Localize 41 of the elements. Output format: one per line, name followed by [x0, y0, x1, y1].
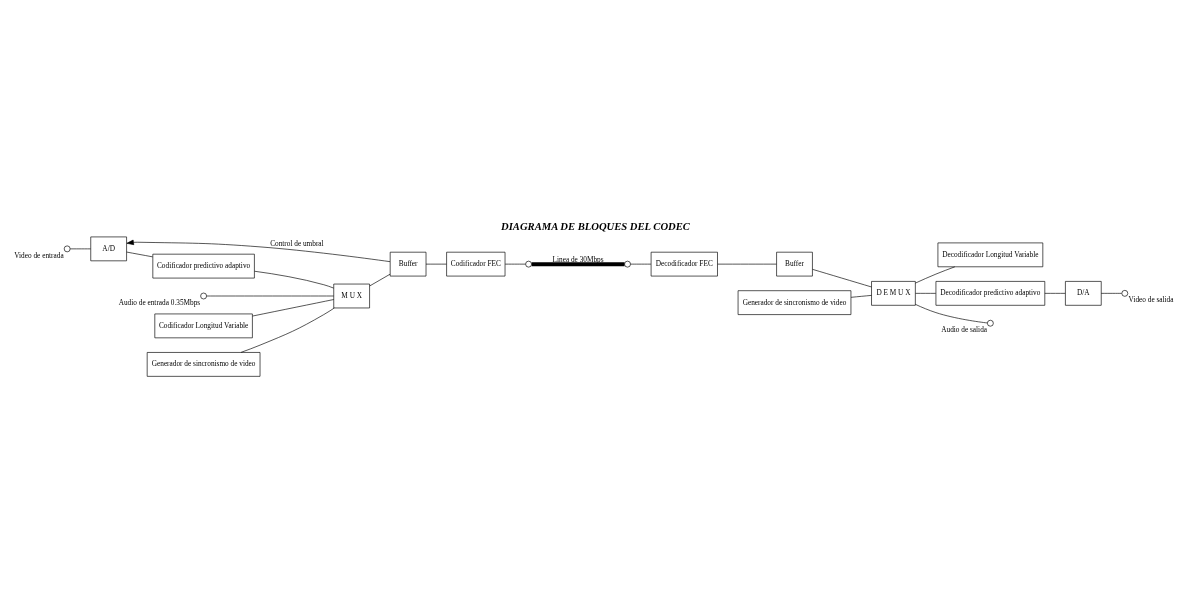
connector — [252, 299, 334, 317]
connector — [812, 269, 872, 288]
connector — [126, 251, 153, 258]
edge-label: Linea de 30Mbps — [552, 255, 604, 265]
node-box: A/D — [90, 236, 127, 262]
node-circle — [525, 260, 532, 268]
connector — [254, 270, 334, 289]
node-circle — [200, 292, 207, 300]
node-box: D E M U X — [871, 281, 916, 306]
connector — [531, 262, 625, 267]
node-box: Buffer — [776, 251, 813, 277]
node-circle — [987, 319, 994, 327]
node-box: Decodificador Longitud Variable — [937, 242, 1044, 268]
node-box: Codificador Longitud Variable — [154, 313, 253, 339]
connector — [369, 273, 391, 287]
node-box: Decodificador FEC — [650, 251, 718, 277]
node-label: Audio de entrada 0.35Mbps — [118, 297, 201, 307]
node-box: M U X — [333, 283, 370, 309]
edge-label: Control de umbral — [270, 239, 324, 249]
node-box: Codificador FEC — [446, 251, 506, 277]
connector — [717, 263, 777, 265]
node-box: D/A — [1065, 281, 1102, 306]
node-circle — [624, 260, 631, 268]
connector — [915, 293, 937, 294]
node-label: Video de entrada — [14, 250, 64, 260]
connector — [915, 266, 956, 284]
connector — [915, 304, 988, 324]
node-box: Generador de sincronismo de video — [737, 290, 852, 315]
node-circle — [1121, 290, 1129, 297]
node-label: Audio de salida — [941, 325, 988, 335]
connector — [1100, 293, 1122, 294]
node-box: Generador de sincronismo de video — [146, 352, 261, 377]
node-label: Video de salida — [1128, 295, 1174, 305]
node-box: Buffer — [389, 251, 427, 277]
node-box: Decodificador predictivo adaptivo — [935, 281, 1046, 306]
connector — [425, 263, 447, 265]
node-box: Codificador predictivo adaptivo — [152, 253, 255, 279]
diagram-title: DIAGRAMA DE BLOQUES DEL CODEC — [501, 221, 690, 233]
node-circle — [63, 245, 71, 253]
connector — [850, 295, 872, 298]
arrow — [126, 239, 391, 262]
